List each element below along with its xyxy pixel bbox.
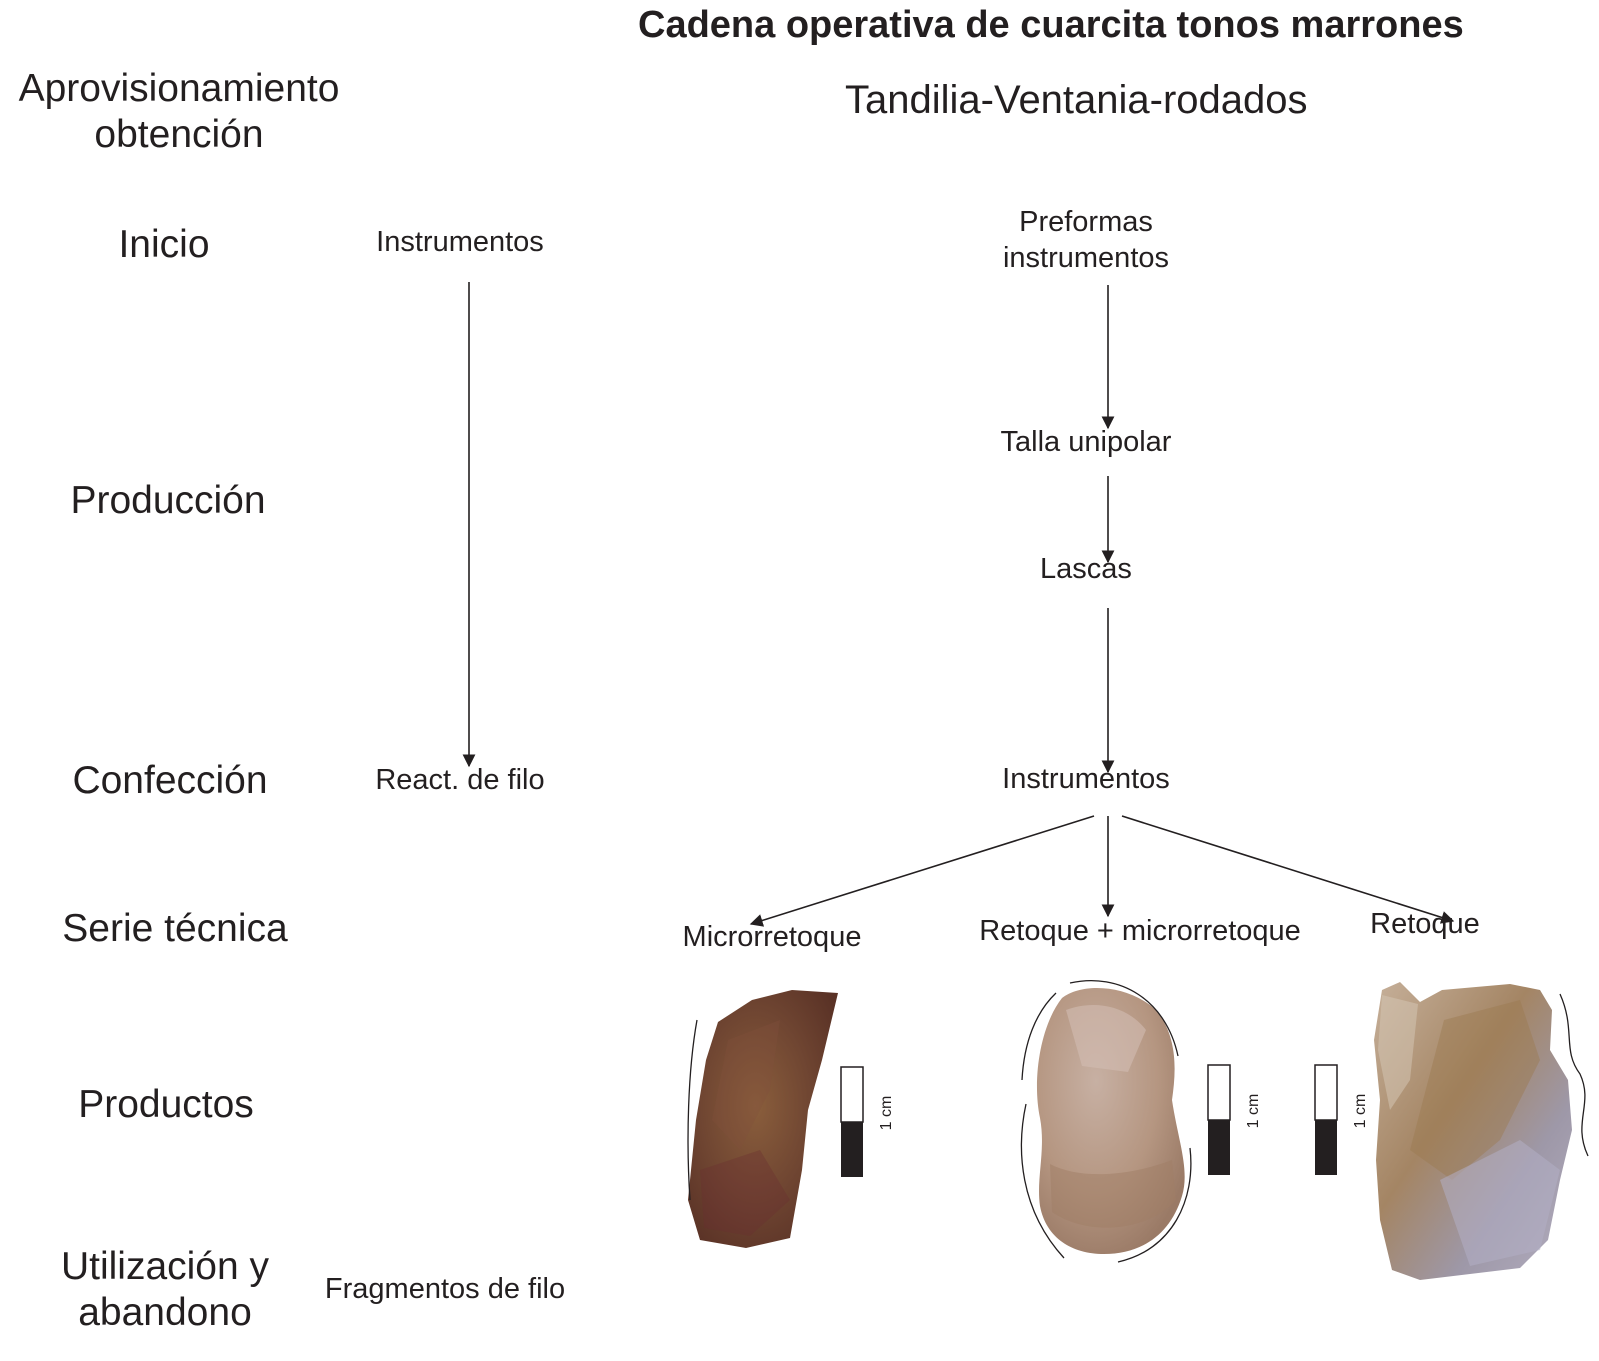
arrow-instrumentos-to-microrretoque	[749, 815, 1095, 927]
artifact-retoque-microrretoque-image	[1020, 980, 1192, 1263]
left-node-fragmentos: Fragmentos de filo	[324, 1273, 566, 1305]
right-node-preformas-line1: Preformas	[1019, 206, 1153, 238]
stage-utilizacion-line2: abandono	[78, 1291, 252, 1334]
scale-bar-1-label: 1 cm	[878, 1096, 895, 1131]
stage-productos: Productos	[78, 1083, 254, 1126]
stage-produccion: Producción	[70, 479, 266, 522]
right-node-lascas: Lascas	[1040, 553, 1132, 585]
arrow-instrumentos-to-retoque	[1121, 815, 1455, 924]
right-node-preformas: Preformas instrumentos	[960, 204, 1212, 276]
scale-bar-2-label: 1 cm	[1245, 1094, 1262, 1129]
stage-confeccion: Confección	[72, 759, 268, 802]
left-node-react-filo: React. de filo	[375, 764, 545, 796]
right-node-retoque-microrretoque: Retoque + microrretoque	[979, 915, 1301, 947]
stage-inicio: Inicio	[118, 223, 210, 266]
stage-serie-tecnica: Serie técnica	[62, 907, 288, 950]
right-node-talla-unipolar: Talla unipolar	[1000, 426, 1172, 458]
right-node-instrumentos: Instrumentos	[1002, 763, 1170, 795]
scale-bar-3	[1314, 1064, 1338, 1175]
right-node-preformas-line2: instrumentos	[1002, 242, 1169, 274]
stage-aprovisionamiento-line1: Aprovisionamiento	[18, 67, 340, 110]
stage-utilizacion: Utilización y abandono	[30, 1244, 300, 1336]
right-node-microrretoque: Microrretoque	[682, 921, 862, 953]
stage-aprovisionamiento-line2: obtención	[94, 113, 264, 156]
stage-aprovisionamiento: Aprovisionamiento obtención	[0, 66, 358, 158]
right-node-retoque: Retoque	[1370, 908, 1480, 940]
left-node-instrumentos: Instrumentos	[376, 226, 544, 258]
diagram-subtitle: Tandilia-Ventania-rodados	[845, 78, 1308, 122]
stage-utilizacion-line1: Utilización y	[60, 1245, 270, 1288]
artifact-microrretoque-image	[687, 990, 838, 1248]
scale-bar-2	[1207, 1064, 1231, 1175]
diagram-title: Cadena operativa de cuarcita tonos marro…	[638, 4, 1464, 46]
artifact-retoque-image	[1374, 982, 1589, 1280]
scale-bar-1	[840, 1066, 864, 1177]
scale-bar-3-label: 1 cm	[1352, 1094, 1369, 1129]
